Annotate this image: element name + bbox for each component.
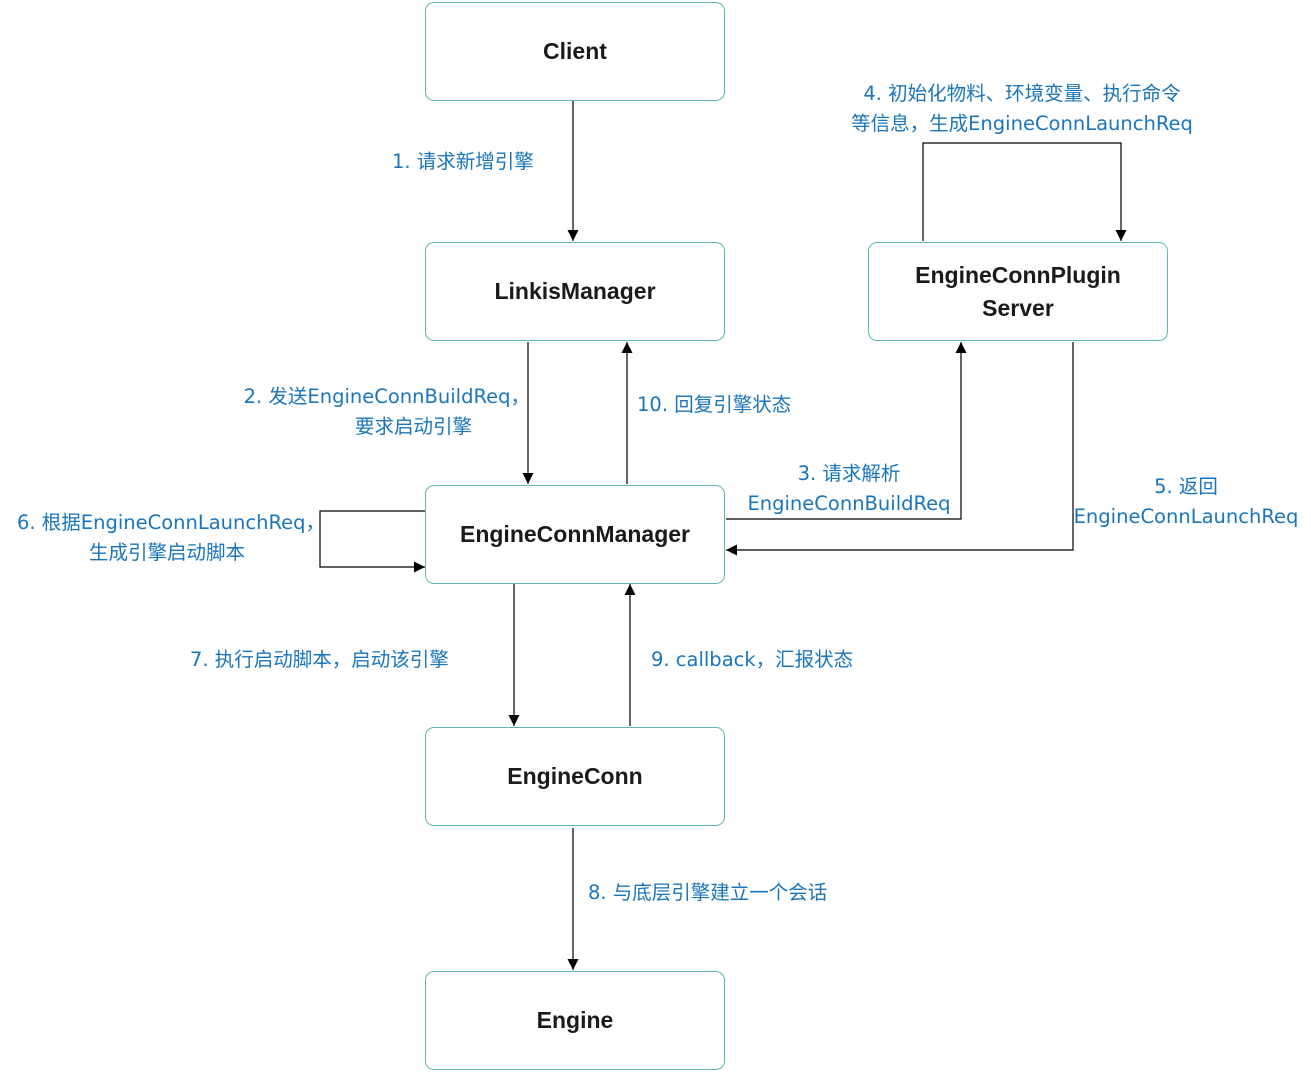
- step5-label-line1: 5. 返回: [1154, 475, 1218, 498]
- step4-label-line1: 4. 初始化物料、环境变量、执行命令: [863, 82, 1181, 105]
- step3-label-line2: EngineConnBuildReq: [747, 492, 951, 515]
- client-node: Client: [425, 2, 725, 101]
- engine-conn-node: EngineConn: [425, 727, 725, 826]
- step4-label: 4. 初始化物料、环境变量、执行命令 等信息，生成EngineConnLaunc…: [812, 79, 1232, 139]
- step4-label-line2: 等信息，生成EngineConnLaunchReq: [851, 112, 1193, 135]
- arrow-plugin-server-self-loop: [922, 142, 1127, 241]
- step3-label: 3. 请求解析 EngineConnBuildReq: [744, 459, 954, 519]
- arrow-plugin-server-to-ecm: [726, 342, 1074, 556]
- plugin-server-label-line2: Server: [982, 294, 1054, 321]
- step9-label: 9. callback，汇报状态: [651, 648, 854, 671]
- step2-label: 2. 发送EngineConnBuildReq， 要求启动引擎: [244, 382, 530, 442]
- step6-label-line2: 生成引擎启动脚本: [88, 541, 245, 564]
- arrow-ecm-self-loop: [319, 510, 425, 573]
- step2-label-line2: 要求启动引擎: [354, 415, 472, 438]
- step1-label: 1. 请求新增引擎: [392, 150, 534, 173]
- engine-conn-label: EngineConn: [507, 763, 643, 789]
- engine-node: Engine: [425, 971, 725, 1070]
- plugin-server-label-line1: EngineConnPlugin: [915, 261, 1121, 288]
- step7-label: 7. 执行启动脚本，启动该引擎: [190, 648, 449, 671]
- linkis-manager-node: LinkisManager: [425, 242, 725, 341]
- arrow-ecm-to-plugin-server: [726, 342, 967, 520]
- client-label: Client: [543, 38, 607, 64]
- step2-label-line1: 2. 发送EngineConnBuildReq，: [243, 385, 530, 408]
- plugin-server-node: EngineConnPlugin Server: [868, 242, 1168, 341]
- step10-label: 10. 回复引擎状态: [637, 393, 792, 416]
- step6-label: 6. 根据EngineConnLaunchReq， 生成引擎启动脚本: [6, 508, 336, 568]
- engine-label: Engine: [536, 1007, 614, 1033]
- step6-label-line1: 6. 根据EngineConnLaunchReq，: [16, 511, 326, 534]
- plugin-server-label: EngineConnPlugin Server: [915, 259, 1121, 325]
- step3-label-line1: 3. 请求解析: [797, 462, 901, 485]
- engine-conn-manager-node: EngineConnManager: [425, 485, 725, 584]
- step8-label: 8. 与底层引擎建立一个会话: [588, 881, 828, 904]
- step5-label: 5. 返回 EngineConnLaunchReq: [1071, 472, 1301, 532]
- linkis-manager-label: LinkisManager: [494, 278, 656, 304]
- engine-conn-manager-label: EngineConnManager: [459, 521, 690, 547]
- step5-label-line2: EngineConnLaunchReq: [1073, 505, 1299, 528]
